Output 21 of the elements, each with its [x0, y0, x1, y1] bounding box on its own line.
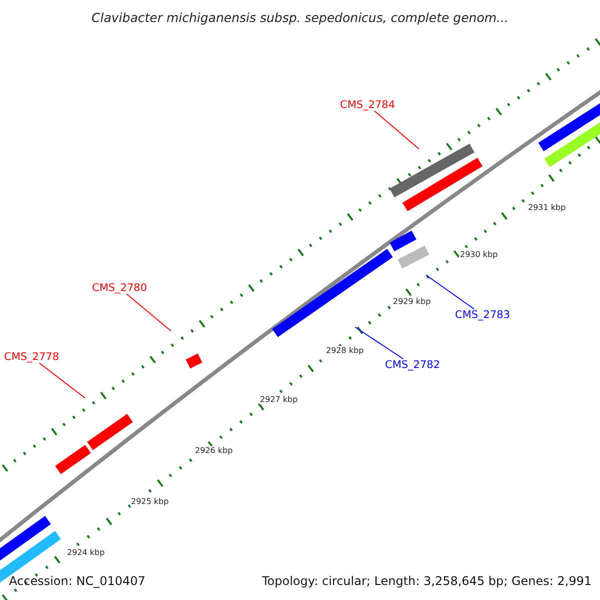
- position-label: 2927 kbp: [259, 395, 299, 404]
- leader-line: [354, 326, 404, 360]
- info-text: Topology: circular; Length: 3,258,645 bp; Genes: 2,991: [262, 574, 592, 588]
- position-label: 2924 kbp: [66, 548, 106, 557]
- position-label: 2929 kbp: [392, 297, 432, 306]
- leader-line: [126, 294, 172, 332]
- position-label: 2930 kbp: [459, 250, 499, 259]
- position-label: 2926 kbp: [194, 446, 234, 455]
- gene-label: CMS_2778: [4, 351, 60, 363]
- leader-line: [38, 362, 86, 398]
- leader-line: [426, 274, 475, 310]
- position-label: 2928 kbp: [325, 346, 365, 355]
- position-label: 2925 kbp: [130, 497, 170, 506]
- gene-label: CMS_2780: [92, 282, 148, 294]
- position-label: 2931 kbp: [527, 203, 567, 212]
- info-text: Accession: NC_010407: [9, 574, 146, 588]
- gene-label: CMS_2784: [340, 99, 396, 111]
- leader-line: [374, 110, 420, 150]
- diagram-title: Clavibacter michiganensis subsp. sepedonicus, complete genom...: [90, 10, 510, 25]
- gene-label: CMS_2783: [455, 309, 510, 321]
- gene-label: CMS_2782: [385, 359, 440, 371]
